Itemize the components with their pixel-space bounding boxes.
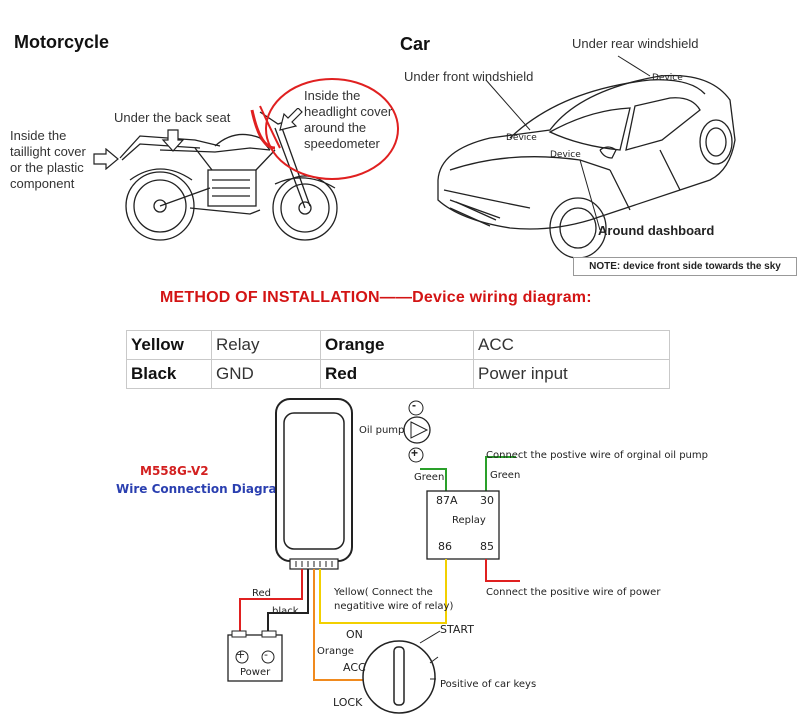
table-cell: Relay: [211, 330, 321, 360]
table-row: Yellow Relay Orange ACC: [126, 330, 670, 360]
label-replay: Replay: [452, 515, 486, 526]
car-title: Car: [400, 34, 431, 54]
switch-start: START: [440, 623, 474, 636]
table-cell: GND: [211, 359, 321, 389]
note-box: NOTE: device front side towards the sky: [573, 257, 797, 276]
table-cell: Yellow: [126, 330, 212, 360]
device-tag-front: Device: [506, 133, 537, 143]
switch-acc: ACC: [343, 661, 366, 674]
label-connect-power: Connect the positive wire of power: [486, 587, 661, 598]
pin-87a: 87A: [436, 494, 458, 507]
table-cell: Red: [320, 359, 474, 389]
left-down-arrow-icon: [279, 108, 303, 131]
label-green-2: Green: [490, 470, 521, 481]
label-headlight: Inside the headlight cover around the sp…: [304, 88, 393, 151]
pin-85: 85: [480, 540, 494, 553]
switch-on: ON: [346, 628, 363, 641]
label-power: Power: [240, 667, 271, 678]
device-tag-rear: Device: [652, 73, 683, 83]
oil-pump-minus: -: [412, 398, 416, 412]
model-name: M558G-V2: [140, 464, 209, 478]
down-arrow-icon: [161, 129, 185, 152]
label-red-wire: Red: [252, 588, 271, 599]
table-row: Black GND Red Power input: [126, 359, 670, 389]
oil-pump-plus: +: [411, 446, 419, 460]
label-orange-wire: Orange: [317, 646, 354, 657]
diagram-subtitle: Wire Connection Diagram: [116, 482, 290, 496]
label-rear-windshield: Under rear windshield: [572, 36, 699, 51]
pin-86: 86: [438, 540, 452, 553]
table-cell: ACC: [473, 330, 670, 360]
label-yellow-note-2: negatitive wire of relay): [334, 601, 454, 612]
label-green-1: Green: [414, 472, 445, 483]
wiring-table: Yellow Relay Orange ACC Black GND Red Po…: [126, 330, 670, 389]
label-oil-pump: Oil pump: [359, 425, 405, 436]
right-arrow-icon: [93, 148, 119, 170]
pin-30: 30: [480, 494, 494, 507]
label-black-wire: black: [272, 606, 299, 617]
power-minus: -: [264, 648, 268, 661]
wiring-diagram: [227, 398, 520, 714]
motorcycle-illustration: [119, 105, 338, 241]
table-cell: Orange: [320, 330, 474, 360]
label-front-windshield: Under front windshield: [404, 69, 534, 84]
label-connect-oil: Connect the postive wire of orginal oil …: [486, 450, 708, 461]
headlight-highlight: [265, 78, 399, 180]
label-around-dashboard: Around dashboard: [598, 223, 715, 238]
power-plus: +: [236, 648, 246, 661]
label-yellow-note-1: Yellow( Connect the: [334, 587, 433, 598]
table-cell: Power input: [473, 359, 670, 389]
table-cell: Black: [126, 359, 212, 389]
label-taillight: Inside the taillight cover or the plasti…: [10, 128, 86, 191]
switch-lock: LOCK: [333, 696, 363, 709]
method-title: METHOD OF INSTALLATION——Device wiring di…: [160, 289, 592, 306]
label-under-back-seat: Under the back seat: [114, 110, 231, 125]
label-positive-keys: Positive of car keys: [440, 679, 537, 690]
device-tag-dashboard: Device: [550, 150, 581, 160]
motorcycle-title: Motorcycle: [14, 32, 110, 52]
